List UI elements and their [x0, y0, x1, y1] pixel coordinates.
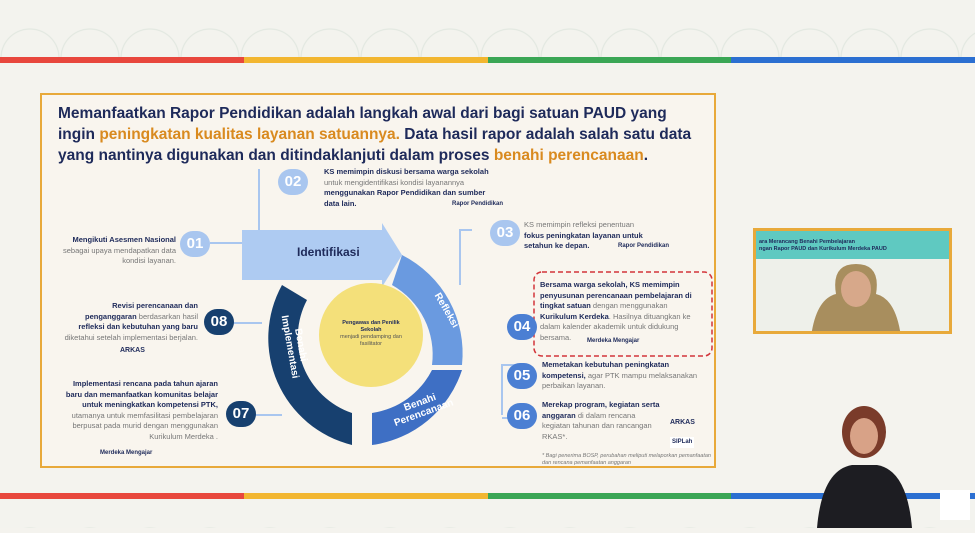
step-number: 06 — [507, 403, 537, 429]
siplah-logo: SIPLah — [670, 437, 695, 448]
sign-language-interpreter — [812, 400, 917, 528]
arkas-logo: ARKAS — [120, 347, 145, 354]
arkas-logo: ARKAS — [670, 419, 695, 426]
cycle-diagram — [210, 169, 713, 445]
highlight-box — [533, 271, 713, 357]
step-text-06: Merekap program, kegiatan serta anggaran… — [542, 400, 660, 441]
center-circle — [319, 283, 423, 387]
channel-logo — [940, 490, 970, 520]
presentation-slide: Memanfaatkan Rapor Pendidikan adalah lan… — [40, 93, 716, 468]
step-number: 08 — [204, 309, 234, 335]
benahi-implementasi-segment — [268, 285, 352, 445]
top-color-stripe — [0, 57, 975, 63]
benahi-perencanaan-segment — [372, 370, 462, 445]
step-text-07: Implementasi rencana pada tahun ajaran b… — [65, 379, 218, 441]
step-number: 04 — [507, 314, 537, 340]
footnote: * Bagi penerima BOSP, perubahan meliputi… — [542, 453, 711, 466]
step-text-05: Memetakan kebutuhan peningkatan kompeten… — [542, 360, 698, 390]
merdeka-mengajar-logo: Merdeka Mengajar — [587, 338, 640, 344]
top-pattern — [0, 0, 975, 58]
merdeka-mengajar-logo: Merdeka Mengajar — [100, 450, 153, 456]
step-text-03: KS memimpin refleksi penentuan fokus pen… — [524, 220, 643, 250]
rapor-pendidikan-logo: Rapor Pendidikan — [618, 243, 670, 249]
rapor-pendidikan-logo: Rapor Pendidikan — [452, 201, 504, 207]
label-identifikasi: Identifikasi — [297, 245, 360, 259]
step-number: 07 — [226, 401, 256, 427]
step-text-08: Revisi perencanaan dan penganggaran berd… — [64, 301, 198, 342]
step-text-02: KS memimpin diskusi bersama warga sekola… — [324, 167, 489, 208]
step-number: 02 — [278, 169, 308, 195]
step-text-04: Bersama warga sekolah, KS memimpin penyu… — [540, 280, 692, 342]
step-number: 05 — [507, 363, 537, 389]
step-number: 01 — [180, 231, 210, 257]
refleksi-segment — [392, 255, 463, 365]
bottom-pattern — [0, 499, 975, 528]
slide-title: Memanfaatkan Rapor Pendidikan adalah lan… — [58, 105, 692, 164]
step-text-01: Mengikuti Asesmen Nasional sebagai upaya… — [62, 235, 176, 265]
identifikasi-arrow — [242, 230, 382, 280]
speaker-video — [811, 264, 901, 331]
step-number: 03 — [490, 220, 520, 246]
